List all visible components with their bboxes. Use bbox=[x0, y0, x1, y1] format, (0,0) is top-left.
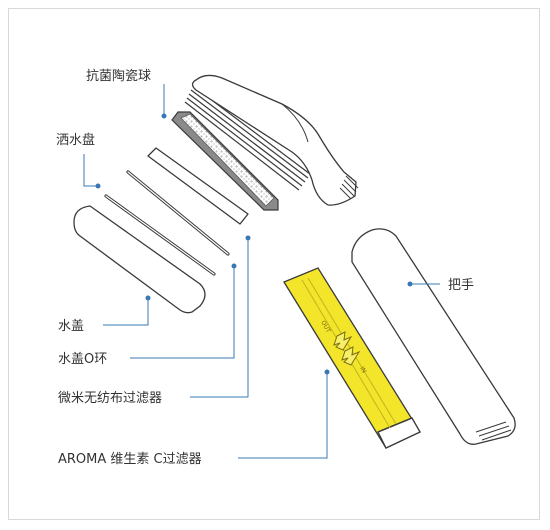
water-cover-oring bbox=[104, 170, 230, 276]
leader-dots bbox=[95, 113, 413, 375]
micro-filter-plate bbox=[147, 147, 249, 225]
label-ceramic-balls: 抗菌陶瓷球 bbox=[86, 68, 151, 84]
shower-head bbox=[184, 74, 359, 206]
handle bbox=[351, 228, 516, 445]
label-aroma-filter: AROMA 维生素 C过滤器 bbox=[58, 452, 202, 467]
label-water-cover-oring: 水盖O环 bbox=[58, 352, 107, 367]
ceramic-ball-cartridge bbox=[171, 111, 279, 211]
label-handle: 把手 bbox=[448, 278, 474, 293]
diagram-frame bbox=[8, 8, 540, 520]
label-spray-plate: 洒水盘 bbox=[56, 132, 95, 148]
leader-lines bbox=[83, 84, 440, 459]
aroma-in-marking: IN bbox=[358, 366, 367, 375]
label-water-cover: 水盖 bbox=[58, 319, 84, 334]
label-micro-filter: 微米无纺布过滤器 bbox=[58, 391, 162, 406]
aroma-vitamin-c-filter: OUT IN bbox=[283, 267, 421, 449]
water-cover-plate bbox=[73, 205, 206, 314]
